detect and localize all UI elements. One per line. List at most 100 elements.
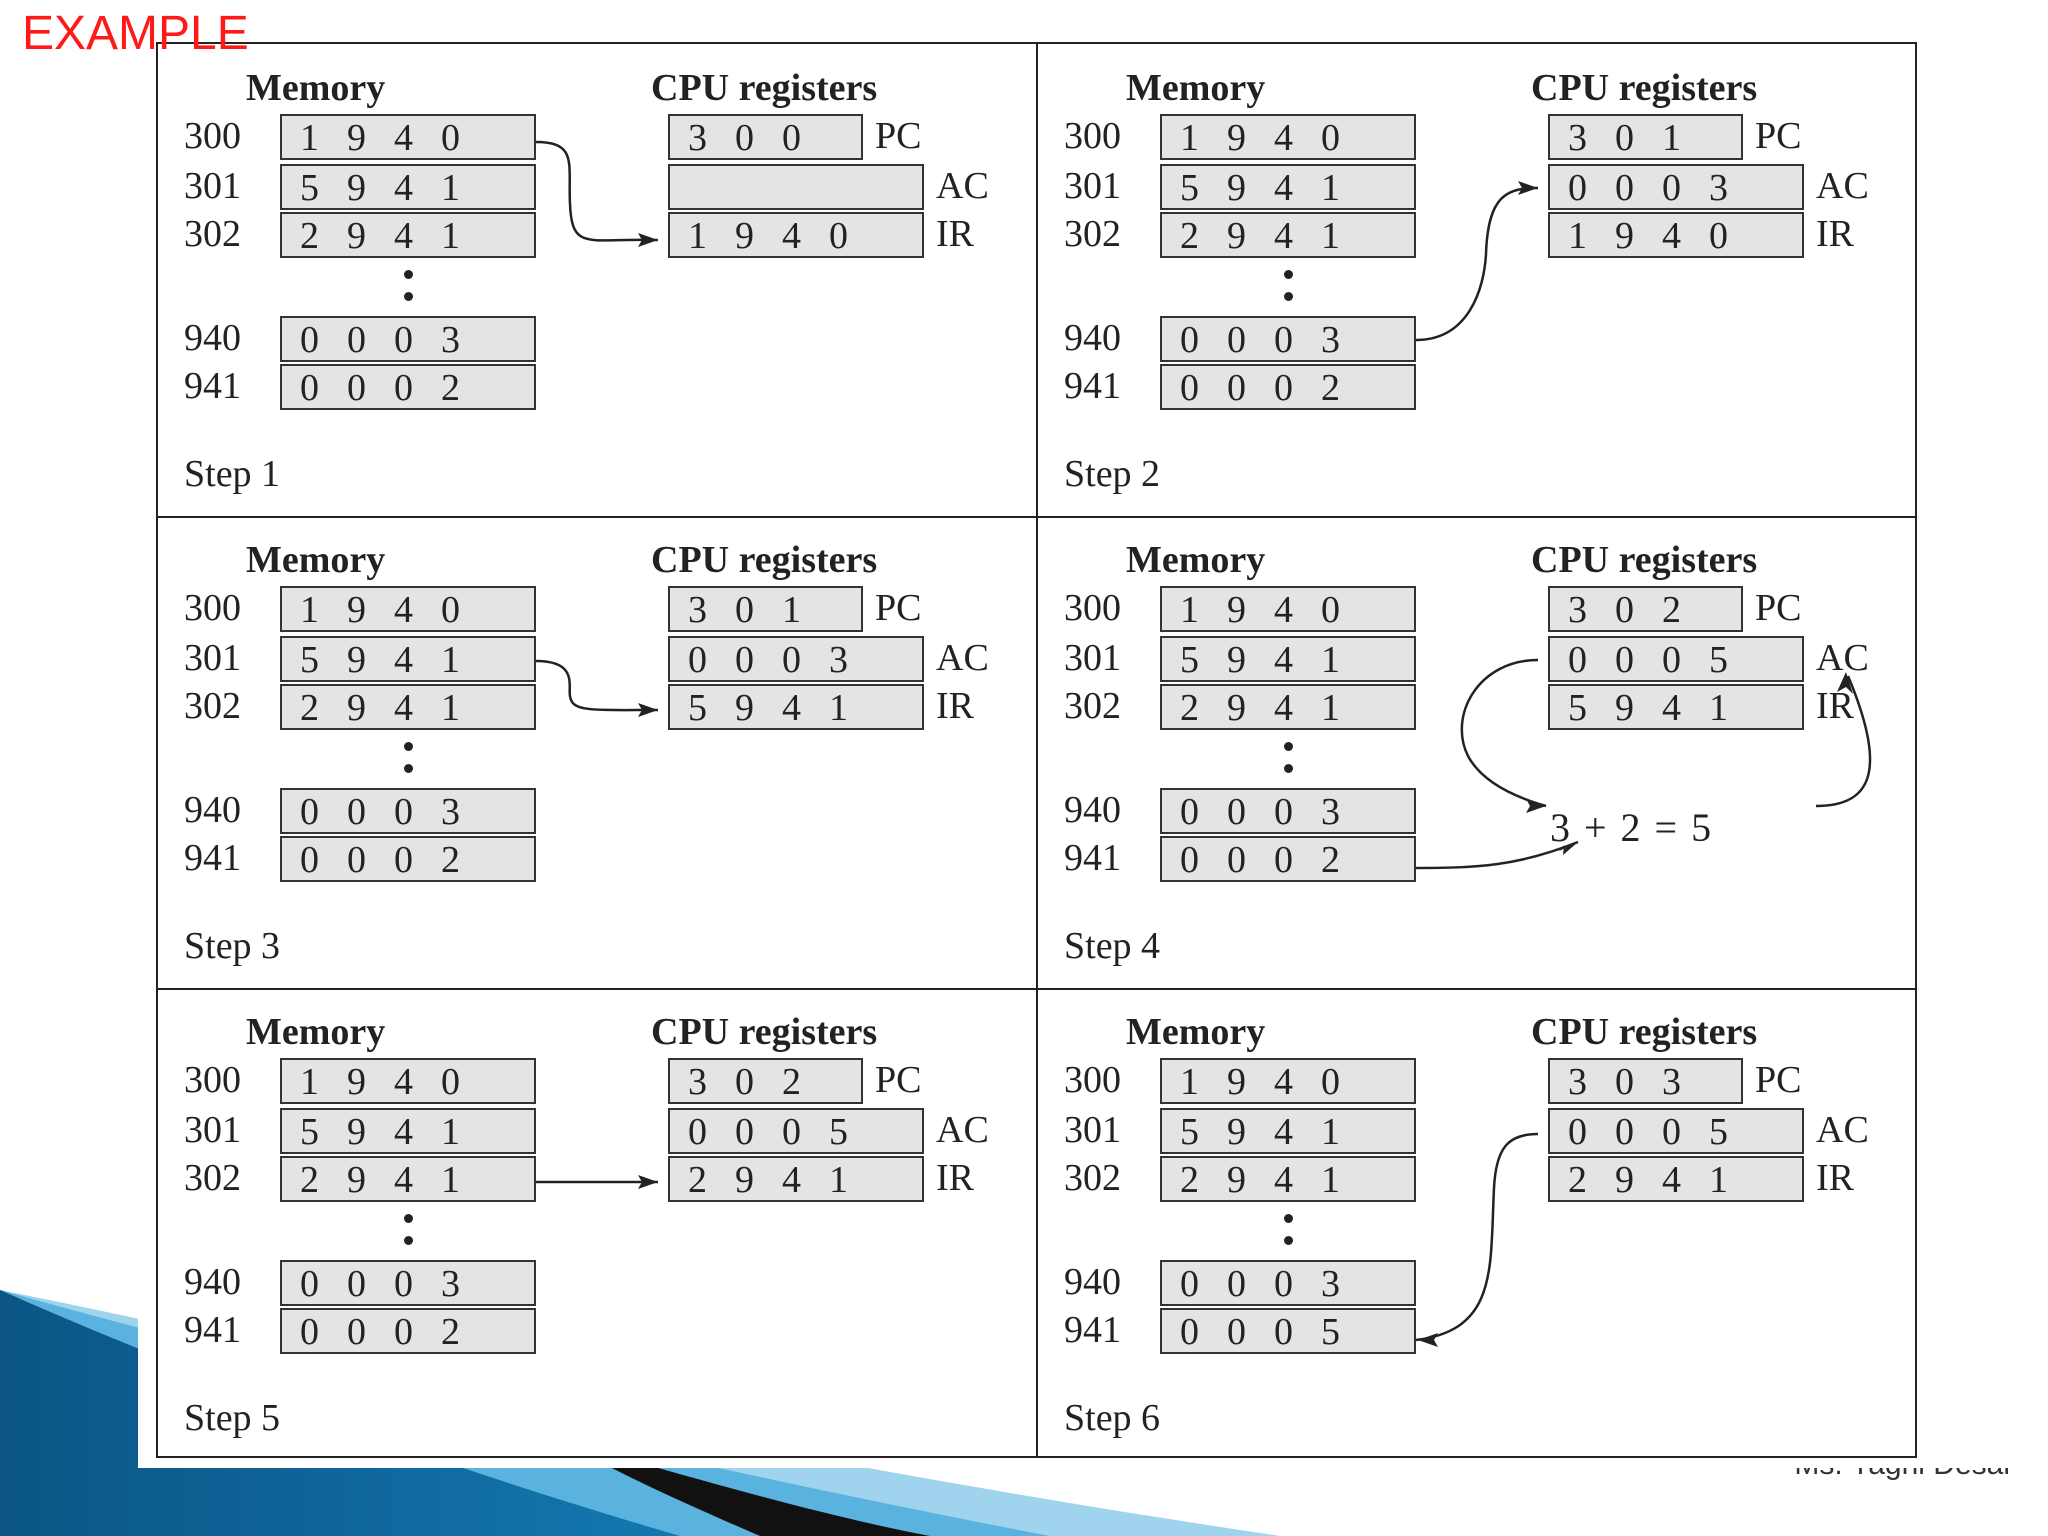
ac-register xyxy=(668,164,924,210)
memory-address: 300 xyxy=(1064,115,1121,157)
memory-address: 940 xyxy=(1064,789,1121,831)
memory-address: 301 xyxy=(1064,637,1121,679)
divider xyxy=(158,516,1915,518)
memory-cell: 1940 xyxy=(1160,586,1416,632)
memory-address: 300 xyxy=(1064,587,1121,629)
memory-address: 300 xyxy=(184,115,241,157)
ac-label: AC xyxy=(1816,637,1869,679)
ellipsis-dot xyxy=(1284,1214,1293,1223)
arrow-head xyxy=(1559,842,1578,855)
ir-register: 2941 xyxy=(1548,1156,1804,1202)
memory-cell: 0005 xyxy=(1160,1308,1416,1354)
step-label: Step 3 xyxy=(184,925,281,967)
data-flow-arrows xyxy=(1415,658,1872,870)
slide-decoration-swoosh xyxy=(0,1290,1280,1536)
memory-address: 302 xyxy=(184,685,241,727)
memory-cell: 1940 xyxy=(280,114,536,160)
memory-address: 302 xyxy=(1064,1157,1121,1199)
arrow-head xyxy=(1837,672,1853,694)
memory-address: 301 xyxy=(184,637,241,679)
memory-cell: 5941 xyxy=(1160,636,1416,682)
data-flow-arrows xyxy=(535,140,659,247)
memory-address: 300 xyxy=(184,587,241,629)
ir-register: 2941 xyxy=(668,1156,924,1202)
cpu-registers-heading: CPU registers xyxy=(651,67,878,109)
ac-label: AC xyxy=(936,637,989,679)
ac-label: AC xyxy=(1816,165,1869,207)
cpu-registers-heading: CPU registers xyxy=(651,539,878,581)
memory-cell: 5941 xyxy=(280,1108,536,1154)
memory-cell: 0003 xyxy=(280,1260,536,1306)
memory-address: 302 xyxy=(1064,685,1121,727)
memory-address: 940 xyxy=(1064,1261,1121,1303)
step-label: Step 1 xyxy=(184,453,281,495)
memory-cell: 0003 xyxy=(280,788,536,834)
memory-cell: 1940 xyxy=(1160,114,1416,160)
memory-address: 301 xyxy=(1064,165,1121,207)
memory-address: 940 xyxy=(184,317,241,359)
memory-cell: 0002 xyxy=(280,364,536,410)
ac-label: AC xyxy=(1816,1109,1869,1151)
memory-cell: 1940 xyxy=(280,586,536,632)
memory-heading: Memory xyxy=(1126,67,1266,109)
ellipsis-dot xyxy=(404,1236,413,1245)
pc-register: 301 xyxy=(668,586,863,632)
cpu-registers-heading: CPU registers xyxy=(651,1011,878,1053)
ac-register: 0005 xyxy=(1548,1108,1804,1154)
data-flow-arrows xyxy=(1415,1132,1539,1347)
ac-register: 0005 xyxy=(1548,636,1804,682)
memory-cell: 2941 xyxy=(280,212,536,258)
memory-address: 302 xyxy=(184,213,241,255)
memory-cell: 5941 xyxy=(280,164,536,210)
memory-cell: 0003 xyxy=(1160,316,1416,362)
arrow-head xyxy=(638,703,658,717)
ir-label: IR xyxy=(1816,213,1854,255)
ellipsis-dot xyxy=(1284,1236,1293,1245)
arrow-head xyxy=(1526,799,1546,813)
ellipsis-dot xyxy=(1284,270,1293,279)
memory-address: 941 xyxy=(184,1309,241,1351)
memory-address: 301 xyxy=(1064,1109,1121,1151)
data-flow-arrows xyxy=(535,659,659,717)
memory-address: 941 xyxy=(184,837,241,879)
ac-label: AC xyxy=(936,1109,989,1151)
ac-register: 0005 xyxy=(668,1108,924,1154)
memory-cell: 0002 xyxy=(1160,836,1416,882)
ir-register: 5941 xyxy=(1548,684,1804,730)
ir-register: 1940 xyxy=(1548,212,1804,258)
memory-heading: Memory xyxy=(1126,1011,1266,1053)
ir-label: IR xyxy=(936,1157,974,1199)
divider xyxy=(158,988,1915,990)
divider xyxy=(1036,44,1038,1456)
step-label: Step 6 xyxy=(1064,1397,1161,1439)
pc-register: 300 xyxy=(668,114,863,160)
ir-register: 1940 xyxy=(668,212,924,258)
memory-address: 941 xyxy=(1064,1309,1121,1351)
ir-label: IR xyxy=(936,213,974,255)
ellipsis-dot xyxy=(1284,742,1293,751)
cpu-registers-heading: CPU registers xyxy=(1531,67,1758,109)
pc-register: 302 xyxy=(668,1058,863,1104)
data-flow-arrows xyxy=(536,1175,658,1189)
memory-cell: 0003 xyxy=(1160,1260,1416,1306)
pc-label: PC xyxy=(1755,115,1802,157)
ac-label: AC xyxy=(936,165,989,207)
memory-address: 940 xyxy=(184,789,241,831)
ir-label: IR xyxy=(1816,1157,1854,1199)
memory-cell: 1940 xyxy=(1160,1058,1416,1104)
memory-address: 302 xyxy=(184,1157,241,1199)
ellipsis-dot xyxy=(1284,764,1293,773)
ir-label: IR xyxy=(1816,685,1854,727)
memory-address: 300 xyxy=(184,1059,241,1101)
pc-label: PC xyxy=(1755,587,1802,629)
memory-cell: 1940 xyxy=(280,1058,536,1104)
arrow-head xyxy=(638,233,658,247)
memory-cell: 0002 xyxy=(280,836,536,882)
data-flow-arrows xyxy=(1415,181,1539,342)
memory-cell: 0002 xyxy=(280,1308,536,1354)
arrow-head xyxy=(638,1175,658,1189)
